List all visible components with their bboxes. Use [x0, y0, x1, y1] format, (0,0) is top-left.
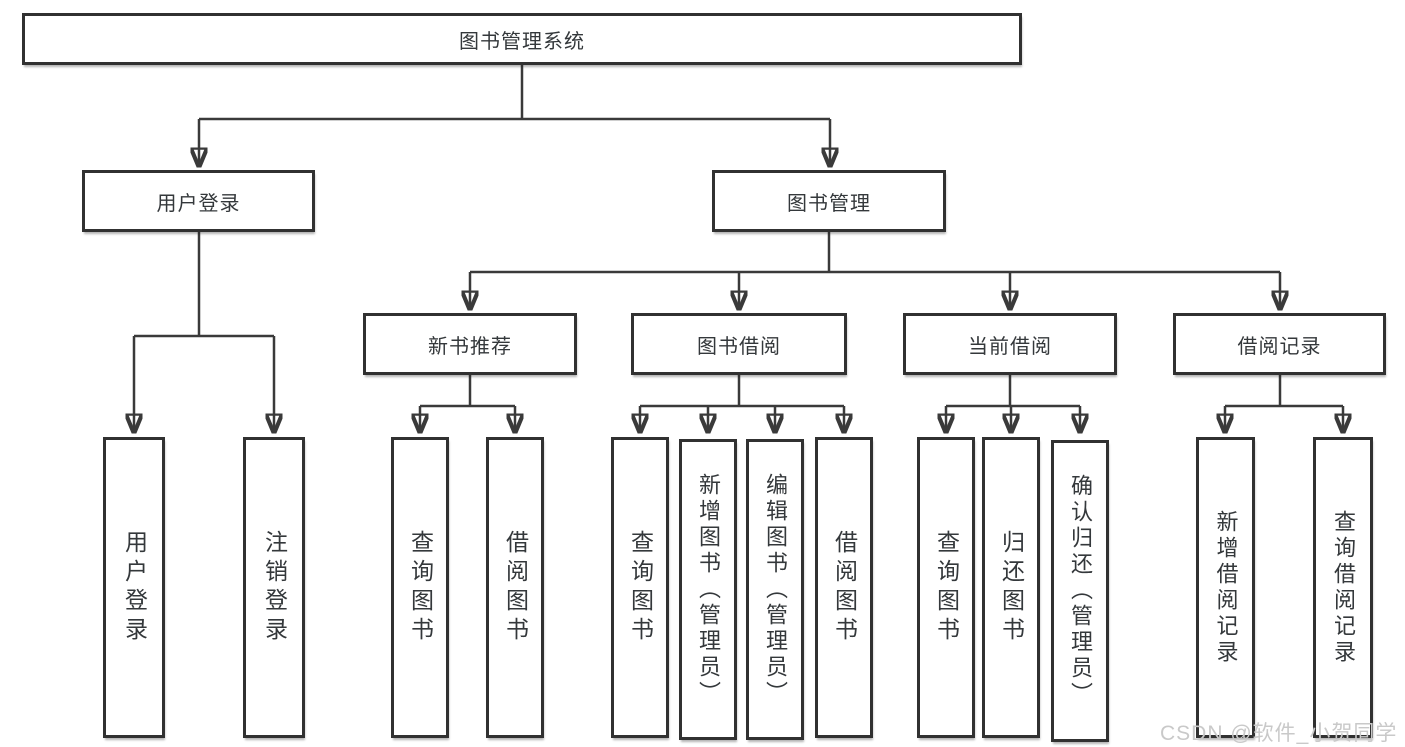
node-leaf-query-borrow-record-label: 查询借阅记录: [1331, 509, 1356, 666]
node-leaf-add-borrow-record-label: 新增借阅记录: [1213, 509, 1239, 666]
node-leaf-query-books-1-label: 查询图书: [407, 529, 434, 646]
node-book-management: 图书管理: [712, 170, 946, 232]
node-book-borrow-label: 图书借阅: [697, 335, 781, 358]
node-leaf-logout-label: 注销登录: [261, 529, 288, 646]
node-leaf-borrow-books-1-label: 借阅图书: [502, 529, 529, 646]
node-leaf-query-books-3-label: 查询图书: [933, 529, 960, 646]
node-leaf-edit-books: 编辑图书（管理员）: [746, 439, 804, 740]
node-leaf-query-books-2: 查询图书: [611, 437, 669, 738]
node-user-login-label: 用户登录: [156, 192, 241, 215]
node-leaf-edit-books-label: 编辑图书（管理员）: [763, 472, 788, 707]
node-leaf-query-books-1: 查询图书: [391, 437, 449, 738]
node-leaf-return-books: 归还图书: [982, 437, 1040, 738]
node-new-book-recommend: 新书推荐: [363, 313, 577, 375]
node-leaf-logout: 注销登录: [243, 437, 305, 738]
node-leaf-login: 用户登录: [103, 437, 165, 738]
node-user-login: 用户登录: [82, 170, 315, 232]
node-root: 图书管理系统: [22, 13, 1022, 65]
node-leaf-borrow-books-1: 借阅图书: [486, 437, 544, 738]
node-leaf-borrow-books-2: 借阅图书: [815, 437, 873, 738]
node-leaf-add-books-label: 新增图书（管理员）: [696, 472, 721, 707]
node-current-borrow-label: 当前借阅: [968, 335, 1052, 358]
node-leaf-borrow-books-2-label: 借阅图书: [831, 529, 858, 646]
node-leaf-confirm-return: 确认归还（管理员）: [1051, 440, 1109, 742]
node-leaf-add-borrow-record: 新增借阅记录: [1196, 437, 1255, 738]
node-leaf-add-books: 新增图书（管理员）: [679, 439, 737, 740]
node-borrow-records: 借阅记录: [1173, 313, 1386, 375]
node-leaf-return-books-label: 归还图书: [998, 529, 1025, 646]
node-book-management-label: 图书管理: [787, 192, 871, 215]
node-leaf-query-books-2-label: 查询图书: [627, 529, 654, 646]
node-book-borrow: 图书借阅: [631, 313, 847, 375]
node-root-label: 图书管理系统: [459, 30, 585, 53]
node-borrow-records-label: 借阅记录: [1237, 335, 1322, 358]
node-leaf-login-label: 用户登录: [121, 529, 148, 646]
node-leaf-confirm-return-label: 确认归还（管理员）: [1068, 474, 1093, 708]
node-leaf-query-borrow-record: 查询借阅记录: [1313, 437, 1373, 738]
node-current-borrow: 当前借阅: [903, 313, 1117, 375]
node-leaf-query-books-3: 查询图书: [917, 437, 975, 738]
watermark-text: CSDN @软件_小贺同学: [1160, 722, 1398, 745]
node-new-book-recommend-label: 新书推荐: [428, 335, 512, 358]
